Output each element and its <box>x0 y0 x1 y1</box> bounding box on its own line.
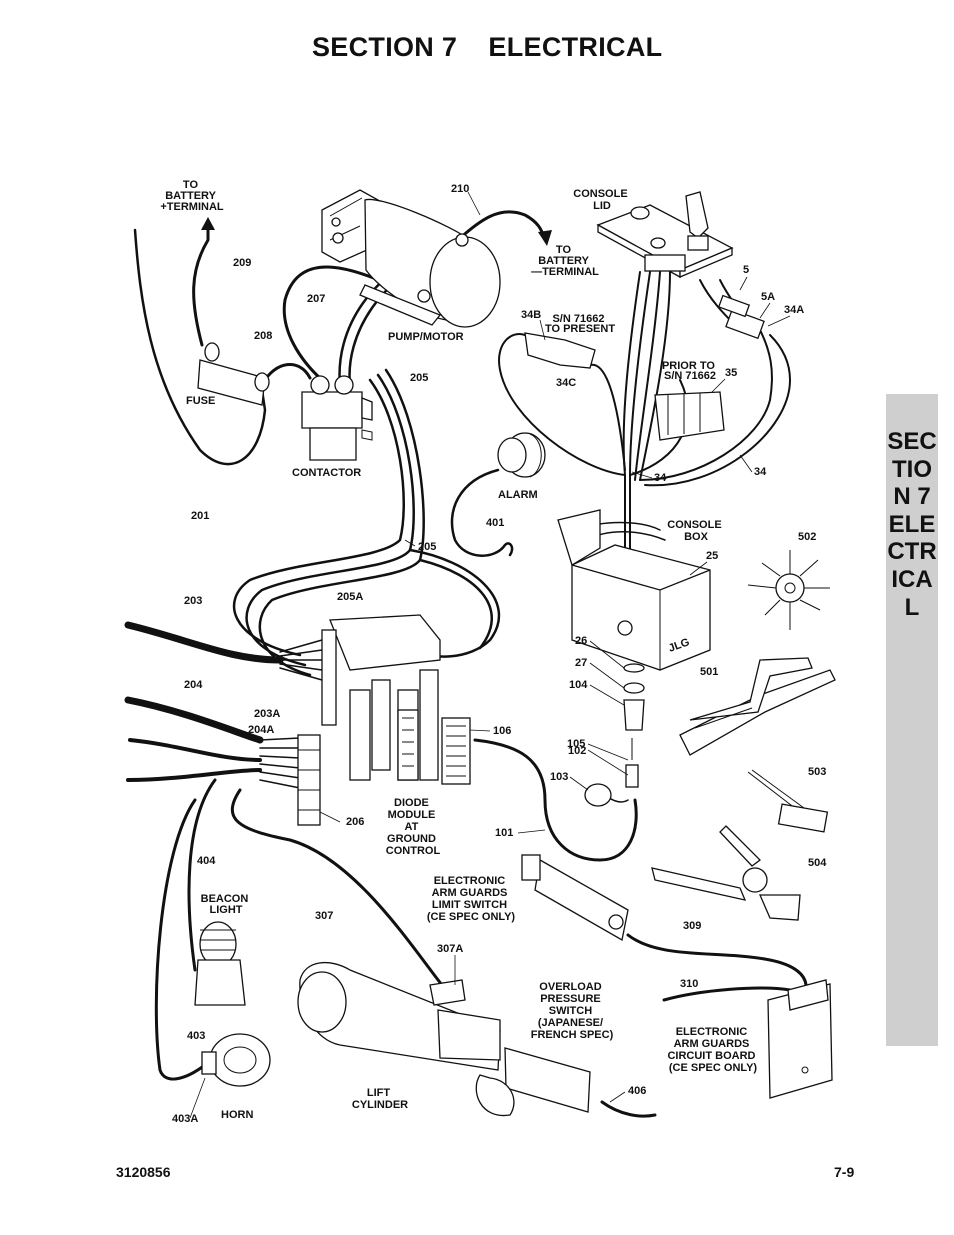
contactor-label: CONTACTOR <box>292 467 361 479</box>
callout-numbers: 210 209 207 208 205 201 5 5A 34A 34B 34C… <box>172 183 827 1125</box>
crimping-tool-504 <box>651 825 801 921</box>
diode-module <box>397 709 419 781</box>
callout-206: 206 <box>346 816 364 828</box>
console-box-label: CONSOLE BOX <box>667 519 724 543</box>
callout-34-right: 34 <box>754 466 767 478</box>
callout-207: 207 <box>307 293 325 305</box>
callout-401: 401 <box>486 517 504 529</box>
callout-25: 25 <box>706 550 718 562</box>
circuit-board-label: ELECTRONIC ARM GUARDS CIRCUIT BOARD (CE … <box>667 1026 758 1074</box>
callout-34b: 34B <box>521 309 541 321</box>
callout-307a: 307A <box>437 943 463 955</box>
callout-502: 502 <box>798 531 816 543</box>
connectors-206 <box>297 734 321 826</box>
callout-406: 406 <box>628 1085 646 1097</box>
arm-guards-switch-label: ELECTRONIC ARM GUARDS LIMIT SWITCH (CE S… <box>427 875 516 923</box>
terminal-block-205a <box>321 614 441 781</box>
callout-209: 209 <box>233 257 251 269</box>
callout-307: 307 <box>315 910 333 922</box>
extraction-tool-502 <box>747 550 830 630</box>
alarm <box>497 432 546 478</box>
page-title: SECTION 7 ELECTRICAL <box>312 32 663 62</box>
pump-motor-label: PUMP/MOTOR <box>388 331 464 343</box>
overload-switch-label: OVERLOAD PRESSURE SWITCH (JAPANESE/ FREN… <box>531 981 614 1041</box>
callout-205a: 205A <box>337 591 363 603</box>
callout-205-mid: 205 <box>418 541 436 553</box>
horn-label: HORN <box>221 1109 253 1121</box>
console-lid-label: CONSOLE LID <box>573 188 630 212</box>
leader-lines <box>189 191 791 1119</box>
diode-module-label: DIODE MODULE AT GROUND CONTROL <box>386 797 441 857</box>
callout-403: 403 <box>187 1030 205 1042</box>
callout-403a: 403A <box>172 1113 198 1125</box>
lift-cylinder-label: LIFT CYLINDER <box>352 1087 408 1111</box>
console-box: JLG <box>557 509 711 671</box>
callout-205-top: 205 <box>410 372 428 384</box>
console-lid <box>596 191 734 279</box>
callout-504: 504 <box>808 857 827 869</box>
callout-106: 106 <box>493 725 511 737</box>
component-labels: TO BATTERY +TERMINAL TO BATTERY —TERMINA… <box>160 179 758 1121</box>
callout-201: 201 <box>191 510 209 522</box>
callout-203: 203 <box>184 595 202 607</box>
callout-5: 5 <box>743 264 749 276</box>
section-side-tab-text: SECTION 7 ELECTRICAL <box>887 428 937 621</box>
callout-5a: 5A <box>761 291 775 303</box>
callout-309: 309 <box>683 920 701 932</box>
callout-105: 105 <box>567 738 585 750</box>
callout-404: 404 <box>197 855 216 867</box>
callout-101: 101 <box>495 827 513 839</box>
callout-102: 102 <box>568 745 586 757</box>
pin-tool-503 <box>747 769 829 833</box>
connector-106 <box>441 717 471 785</box>
callout-34a: 34A <box>784 304 804 316</box>
connectors-34 <box>524 294 765 441</box>
limit-switch <box>521 854 629 942</box>
callout-501: 501 <box>700 666 718 678</box>
beacon-light-label: BEACON LIGHT <box>201 893 252 916</box>
callout-103: 103 <box>550 771 568 783</box>
horn <box>201 1033 271 1087</box>
callout-27: 27 <box>575 657 587 669</box>
pump-motor <box>321 189 501 328</box>
to-battery-negative-label: TO BATTERY —TERMINAL <box>531 244 599 278</box>
callout-210: 210 <box>451 183 469 195</box>
fuse <box>197 342 270 406</box>
callout-203a: 203A <box>254 708 280 720</box>
callout-34c: 34C <box>556 377 576 389</box>
callout-104: 104 <box>569 679 588 691</box>
sn-present-label: S/N 71662 TO PRESENT <box>545 313 615 335</box>
fuse-label: FUSE <box>186 395 215 407</box>
page-number: 7-9 <box>834 1164 855 1180</box>
prior-to-label: PRIOR TO S/N 71662 <box>662 360 718 382</box>
callout-26: 26 <box>575 635 587 647</box>
beacon-light <box>194 921 246 1006</box>
doc-number: 3120856 <box>116 1164 171 1180</box>
callout-204: 204 <box>184 679 203 691</box>
callout-34-mid: 34 <box>654 472 667 484</box>
alarm-label: ALARM <box>498 489 538 501</box>
crimping-tool-501 <box>679 657 836 756</box>
callout-503: 503 <box>808 766 826 778</box>
callout-204a: 204A <box>248 724 274 736</box>
connector-parts-101 <box>584 663 645 807</box>
circuit-board <box>767 979 833 1099</box>
contactor <box>301 375 373 461</box>
callout-35: 35 <box>725 367 737 379</box>
section-side-tab: SECTION 7 ELECTRICAL <box>886 394 938 1046</box>
lift-cylinder <box>297 961 591 1117</box>
to-battery-positive-label: TO BATTERY +TERMINAL <box>160 179 224 213</box>
callout-208: 208 <box>254 330 272 342</box>
callout-310: 310 <box>680 978 698 990</box>
